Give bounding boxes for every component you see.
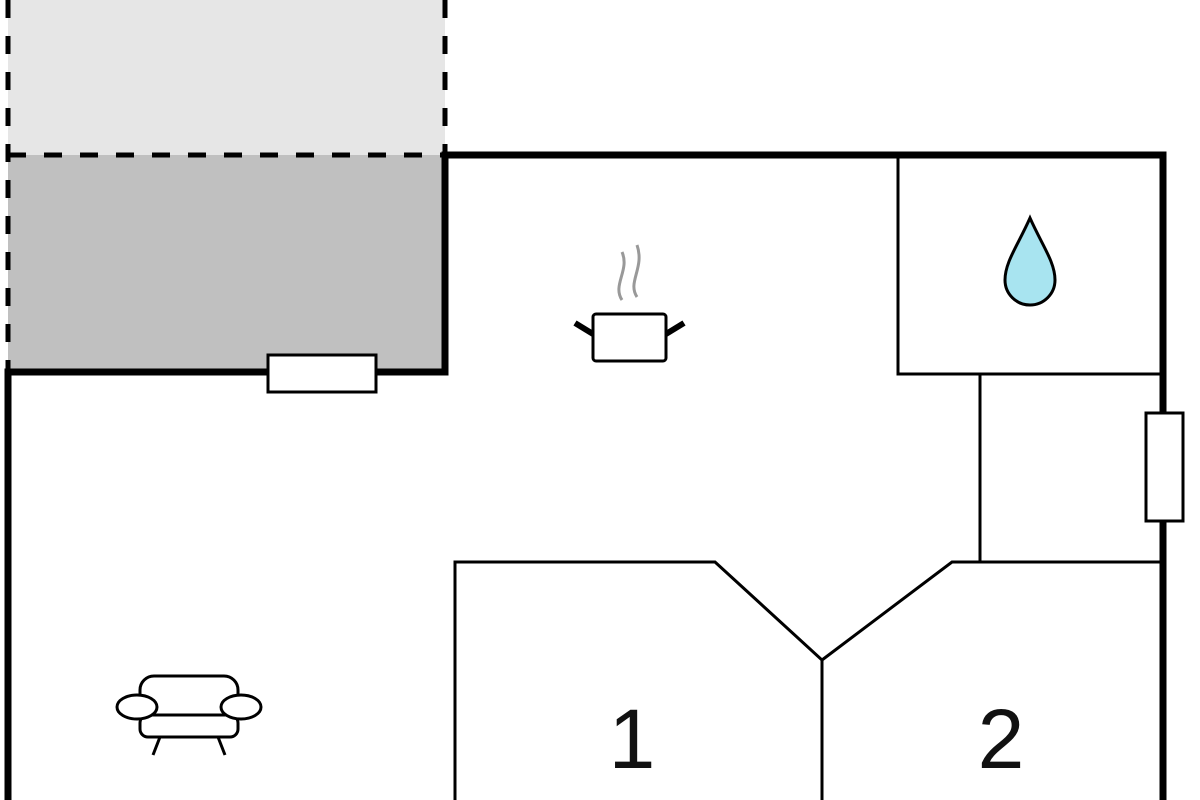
outdoor-area-light (8, 0, 445, 155)
dashed-boundary (5, 0, 448, 372)
room-label-2: 2 (978, 692, 1025, 786)
window-right (1144, 411, 1185, 523)
room-label-1: 1 (609, 692, 656, 786)
outer-walls (4, 151, 1167, 800)
water-drop-icon (1003, 214, 1057, 307)
kitchen-pot-icon (573, 244, 686, 363)
window-terrace (266, 353, 378, 394)
armchair-icon (115, 674, 263, 756)
interior-walls (453, 155, 1163, 800)
terrace-covered (8, 155, 445, 372)
